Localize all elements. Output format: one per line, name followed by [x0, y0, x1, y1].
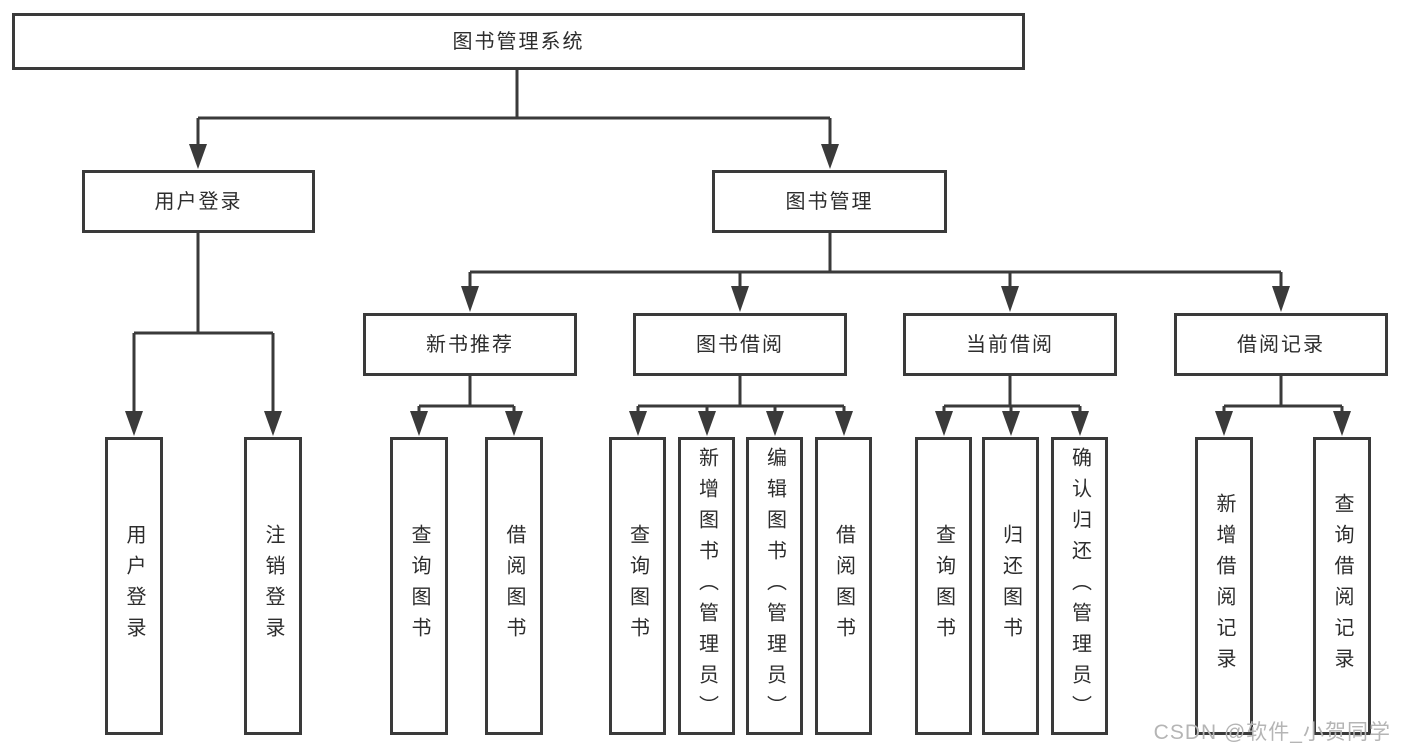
node-query-borrow-record: 查询借阅记录 — [1313, 437, 1371, 735]
node-borrow-books-recommend: 借阅图书 — [485, 437, 543, 735]
node-confirm-return-admin: 确认归还（管理员） — [1051, 437, 1108, 735]
node-user-login: 用户登录 — [82, 170, 315, 233]
node-edit-books-admin: 编辑图书（管理员） — [746, 437, 803, 735]
node-add-books-admin: 新增图书（管理员） — [678, 437, 735, 735]
node-borrow-books-borrowing: 借阅图书 — [815, 437, 872, 735]
node-return-books: 归还图书 — [982, 437, 1039, 735]
node-add-borrow-record: 新增借阅记录 — [1195, 437, 1253, 735]
node-query-books-borrowing: 查询图书 — [609, 437, 666, 735]
node-user-login-leaf: 用户登录 — [105, 437, 163, 735]
node-query-books-current: 查询图书 — [915, 437, 972, 735]
node-query-books-recommend: 查询图书 — [390, 437, 448, 735]
node-borrowing-records: 借阅记录 — [1174, 313, 1388, 376]
csdn-watermark: CSDN @软件_小贺同学 — [1153, 721, 1391, 744]
node-logout: 注销登录 — [244, 437, 302, 735]
node-new-book-recommendation: 新书推荐 — [363, 313, 577, 376]
node-book-borrowing: 图书借阅 — [633, 313, 847, 376]
node-book-management-system: 图书管理系统 — [12, 13, 1025, 70]
node-book-management: 图书管理 — [712, 170, 947, 233]
node-current-borrowing: 当前借阅 — [903, 313, 1117, 376]
